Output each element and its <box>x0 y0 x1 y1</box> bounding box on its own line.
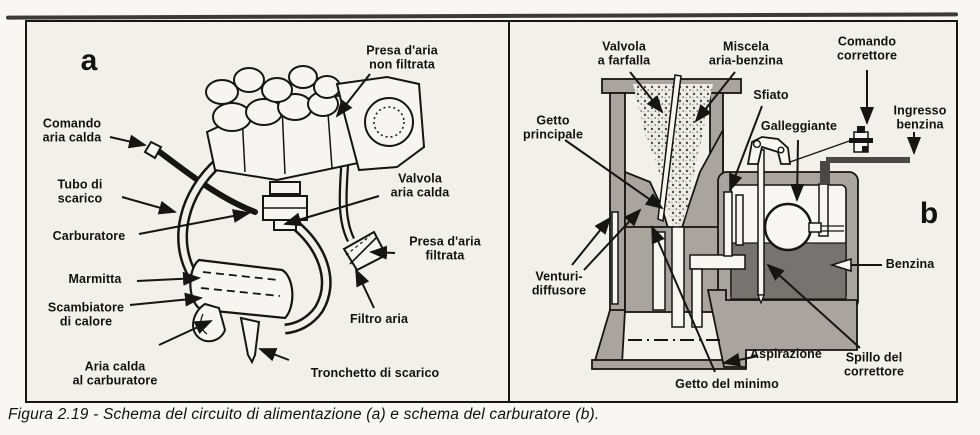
label-venturi-diffusore: Venturi- diffusore <box>531 269 587 297</box>
label-valvola-a-farfalla: Valvola a farfalla <box>597 39 651 67</box>
label-galleggiante: Galleggiante <box>760 119 838 134</box>
label-sfiato: Sfiato <box>753 88 789 103</box>
fuel-inlet-pipe <box>826 157 910 163</box>
panel-a: a Presa d'aria non filtrata Comando aria… <box>27 22 508 401</box>
label-filtro-aria: Filtro aria <box>349 312 409 327</box>
label-miscela-aria-benzina: Miscela aria-benzina <box>708 39 784 67</box>
label-presa-aria-filtrata: Presa d'aria filtrata <box>409 234 481 262</box>
label-benzina: Benzina <box>885 257 935 272</box>
intake-manifold <box>269 181 301 195</box>
fuel-inlet-elbow <box>820 161 830 184</box>
figure-box: a Presa d'aria non filtrata Comando aria… <box>25 20 958 403</box>
air-fuel-mixture <box>633 84 713 230</box>
float-arm <box>808 222 822 233</box>
benzina-arrow <box>829 257 882 273</box>
figure-caption: Figura 2.19 - Schema del circuito di ali… <box>8 406 600 423</box>
panel-b-letter: b <box>919 197 939 230</box>
label-spillo-del-correttore: Spillo del correttore <box>843 350 905 378</box>
label-comando-aria-calda: Comando aria calda <box>42 116 102 144</box>
label-comando-correttore: Comando correttore <box>836 34 898 62</box>
corrector-needle <box>757 149 765 296</box>
carburetor-section-drawing <box>564 70 921 373</box>
label-ingresso-benzina: Ingresso benzina <box>893 103 947 131</box>
float <box>763 202 813 252</box>
throttle-butterfly-valve <box>657 74 682 223</box>
label-aria-calda-al-carburatore: Aria calda al carburatore <box>72 359 158 387</box>
panel-a-arrows <box>109 73 396 362</box>
panel-b-arrows <box>564 70 921 373</box>
label-valvola-aria-calda: Valvola aria calda <box>390 171 450 199</box>
scan-smudge <box>5 12 959 20</box>
label-aspirazione: Aspirazione <box>750 347 822 362</box>
float-bracket <box>746 136 792 165</box>
fuel-level <box>730 242 847 300</box>
fan-scroll <box>364 97 414 147</box>
label-marmitta: Marmitta <box>68 272 122 287</box>
exhaust-stub <box>239 316 261 365</box>
label-carburatore: Carburatore <box>52 229 126 244</box>
corrector-control-fitting <box>849 126 873 153</box>
label-getto-del-minimo: Getto del minimo <box>675 377 779 392</box>
corrector-linkage <box>789 138 856 163</box>
label-presa-aria-non-filtrata: Presa d'aria non filtrata <box>366 43 438 71</box>
panel-b: b Valvola a farfalla Miscela aria-benzin… <box>508 22 958 401</box>
panel-a-letter: a <box>80 44 98 77</box>
label-tubo-di-scarico: Tubo di scarico <box>57 177 103 205</box>
label-tronchetto-di-scarico: Tronchetto di scarico <box>310 366 440 381</box>
hot-air-valve-knob <box>143 140 163 160</box>
label-scambiatore-di-calore: Scambiatore di calore <box>47 300 125 328</box>
label-getto-principale: Getto principale <box>522 113 584 141</box>
fuel-circuit-drawing <box>109 65 426 365</box>
exhaust-pipe-right <box>284 217 330 332</box>
